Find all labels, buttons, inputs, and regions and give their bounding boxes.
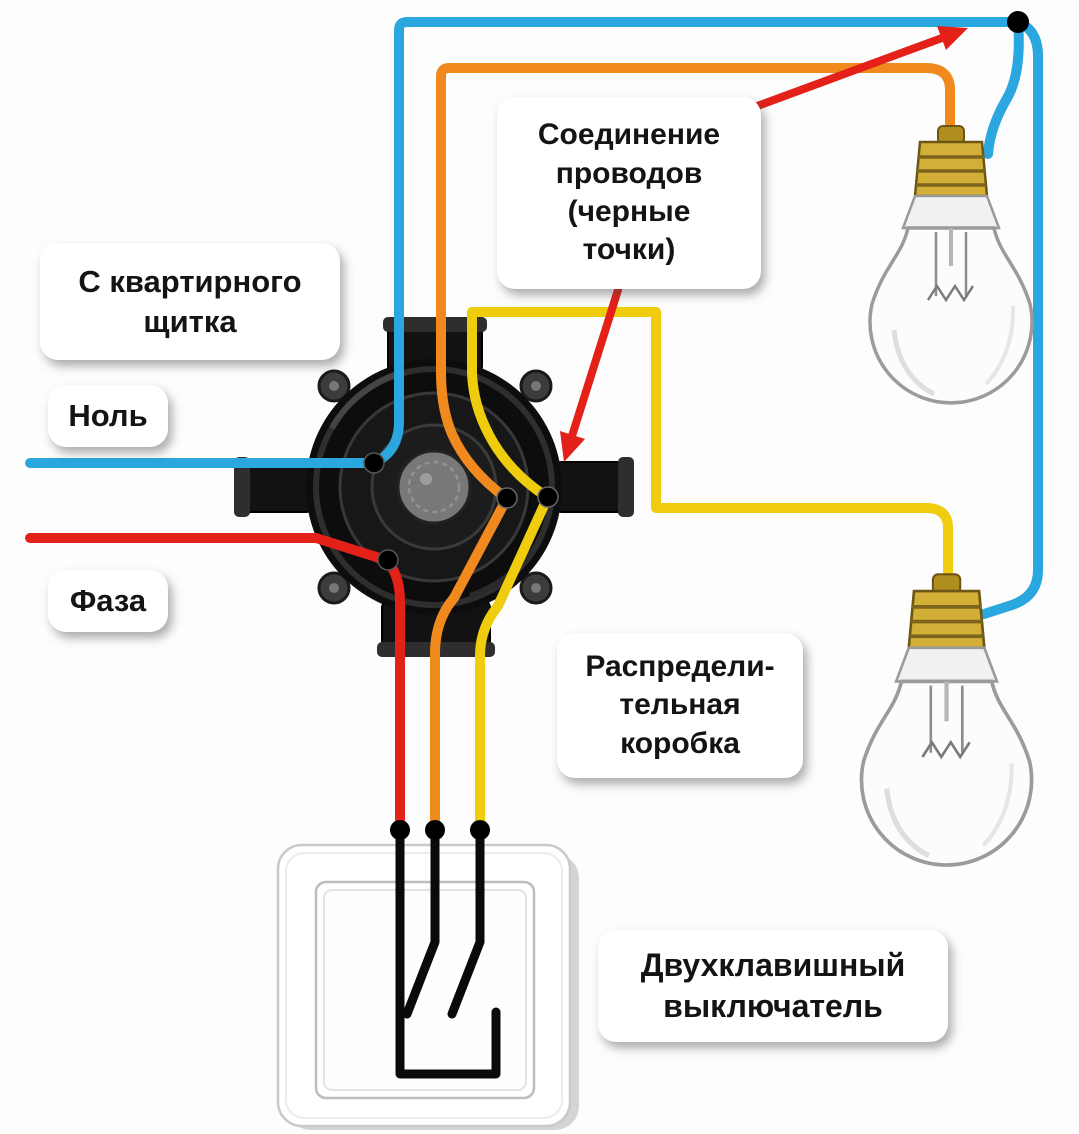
connection-dot-neutral [363,452,385,474]
light-bulb-top [870,126,1032,403]
switch-symbol-common [395,825,501,1079]
switch-faceplate-inner-line [285,852,563,1119]
light-bulb-bottom [861,574,1031,865]
arrow-to-top-dot-line [748,34,946,112]
switch-symbol-blade-2 [447,825,485,1019]
connection-dot-yellow [537,486,559,508]
wire-switched-2 [467,307,953,833]
box-gland-left [239,461,315,513]
label-wire-connections: Соединение проводов (черные точки) [497,97,761,289]
arrow-to-box-dots-line [568,286,622,440]
switch-rocker-bevel [323,889,527,1091]
box-ear-screw [531,583,541,593]
box-gland-top-cap [383,317,487,332]
wire-orange-from-switch [430,495,511,833]
wire-neutral [25,17,1043,619]
switch-terminal-3 [470,820,490,840]
two-gang-switch [276,820,579,1130]
box-ear-screw [329,583,339,593]
box-rim [313,366,555,608]
label-neutral: Ноль [48,385,168,447]
wire-neutral-branch-bulb1 [983,17,1024,159]
switch-rocker-panel [314,880,536,1100]
box-gland-right [553,461,629,513]
label-junction-box: Распредели- тельная коробка [557,633,803,778]
annotation-arrows [560,26,968,462]
junction-box [234,317,634,657]
box-gland-left-cap [234,457,250,517]
arrow-to-top-dot-head [937,26,968,50]
wire-phase-input [25,533,391,565]
box-ear-screw [329,381,339,391]
switch-terminal-1 [390,820,410,840]
box-shade [469,550,533,599]
arrow-to-box-dots-head [560,431,585,462]
label-phase: Фаза [48,570,168,632]
wire-yellow-from-switch [475,496,551,833]
switch-symbol [395,825,501,1079]
wire-switched-1 [430,63,955,833]
connection-dot-phase [377,549,399,571]
switch-symbol-blade-1 [402,825,440,1019]
box-ear-screw [531,381,541,391]
wire-yellow-to-bulb2 [467,307,953,587]
connection-dots [363,11,1029,571]
wire-neutral-branch-bulb2 [979,17,1043,619]
connection-dot-top-right [1007,11,1029,33]
wire-neutral-to-top [369,17,1023,468]
box-knob-shine [420,473,432,485]
box-gland-right-cap [618,457,634,517]
switch-terminal-2 [425,820,445,840]
wire-orange-to-bulb1 [436,63,955,503]
box-knob-texture [407,460,461,514]
label-from-apartment-panel: С квартирного щитка [40,243,340,360]
label-two-gang-switch: Двухклавишный выключатель [598,930,948,1042]
connection-dot-orange [496,487,518,509]
